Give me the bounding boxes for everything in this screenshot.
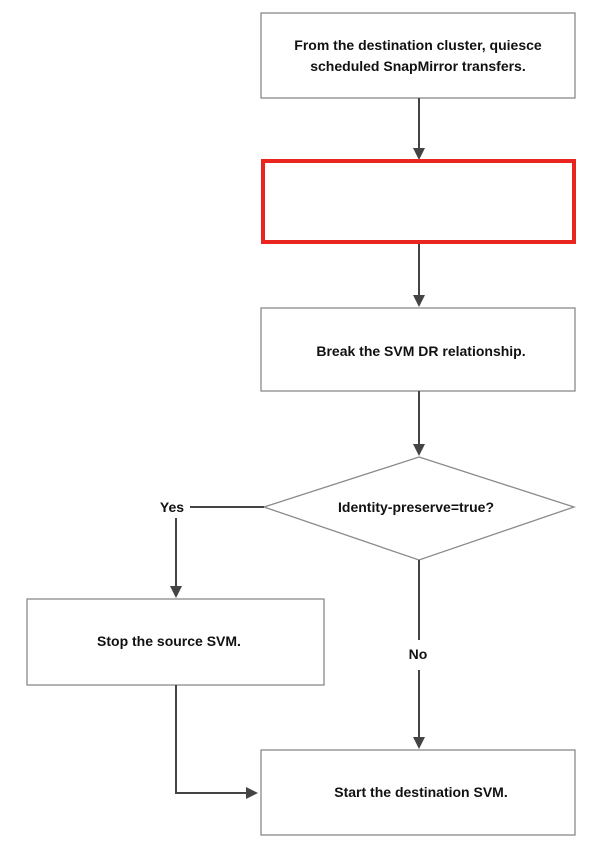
break-step-label: Break the SVM DR relationship. [316,343,525,359]
stop-source-step-box [26,598,325,686]
blank-step-node [261,159,576,244]
identity-preserve-decision-node: Identity-preserve=true? [261,456,577,561]
start-destination-step-node: Start the destination SVM. [260,749,576,836]
quiesce-step-line1: From the destination cluster, quiesce [294,37,542,53]
blank-step-box [261,159,576,244]
no-label: No [409,646,428,662]
break-step-node: Break the SVM DR relationship. [260,307,576,392]
quiesce-step-line2: scheduled SnapMirror transfers. [310,58,526,74]
yes-label: Yes [160,499,184,515]
quiesce-step-node: From the destination cluster, quiesce sc… [260,12,576,99]
break-step-box [260,307,576,392]
quiesce-step-box [260,12,576,99]
edge-stop-source-to-start-destination [175,685,258,799]
start-destination-step-box [260,749,576,836]
decision-label: Identity-preserve=true? [338,499,494,515]
stop-source-step-node: Stop the source SVM. [26,598,325,686]
stop-source-step-label: Stop the source SVM. [97,633,241,649]
start-destination-step-label: Start the destination SVM. [334,784,507,800]
